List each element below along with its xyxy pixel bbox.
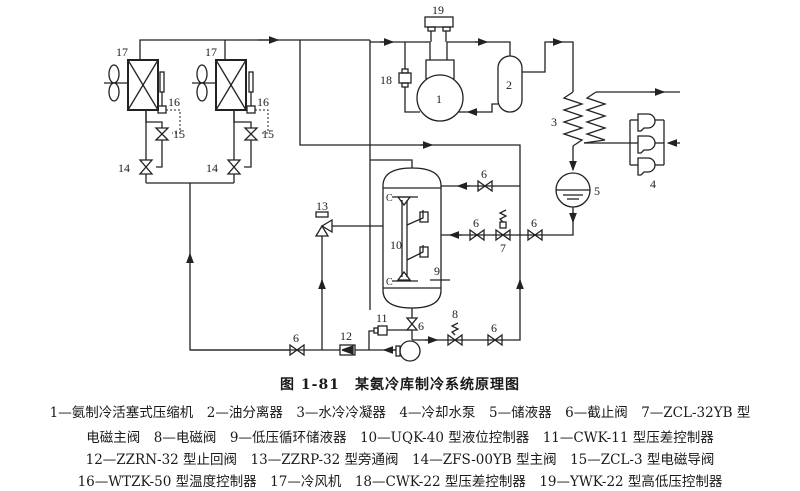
stop-valve-6-bottom: 6 xyxy=(405,317,424,333)
temperature-controller-right: 16 xyxy=(246,71,269,134)
stop-valve-6-bottom-left: 6 xyxy=(289,331,305,357)
label-7: 7 xyxy=(500,241,506,255)
label-14-left: 14 xyxy=(118,161,130,175)
air-cooler-left: 17 xyxy=(104,45,159,111)
label-17-right: 17 xyxy=(205,45,217,59)
label-9: 9 xyxy=(434,264,440,278)
air-cooler-right: 17 xyxy=(192,45,247,111)
solenoid-valve-8: 8 xyxy=(447,307,463,347)
label-16-left: 16 xyxy=(168,95,180,109)
label-16-right: 16 xyxy=(257,95,269,109)
stop-valve-6-mid-right: 6 xyxy=(527,216,543,242)
legend-line-3: 12—ZZRN-32 型止回阀 13—ZZRP-32 型旁通阀 14—ZFS-0… xyxy=(85,452,715,468)
label-18: 18 xyxy=(380,73,392,87)
label-6-bottom: 6 xyxy=(418,319,424,333)
stop-valve-6-bottom-right: 6 xyxy=(487,321,503,347)
oil-separator: 2 xyxy=(497,55,523,113)
label-15-right: 15 xyxy=(262,127,274,141)
stop-valve-6-mid-left: 6 xyxy=(469,216,485,242)
evaporator-branch-right: 15 14 xyxy=(206,110,274,183)
water-cooled-condenser: 3 xyxy=(551,88,680,147)
label-1: 1 xyxy=(436,92,442,106)
liquid-receiver: 5 xyxy=(555,172,600,208)
label-12: 12 xyxy=(340,329,352,343)
label-17-left: 17 xyxy=(116,45,128,59)
label-15-left: 15 xyxy=(173,127,185,141)
compressor: 1 xyxy=(416,42,464,122)
differential-pressure-controller-11: 11 xyxy=(368,311,412,350)
ammonia-pump xyxy=(395,340,421,362)
label-10: 10 xyxy=(390,238,402,252)
legend-line-1: 1—氨制冷活塞式压缩机 2—油分离器 3—水冷冷凝器 4—冷却水泵 5—储液器 … xyxy=(49,405,751,421)
solenoid-main-valve-7: 7 xyxy=(495,209,511,255)
differential-pressure-controller-18: 18 xyxy=(380,42,420,113)
label-5: 5 xyxy=(594,184,600,198)
fan-icon xyxy=(192,64,216,102)
label-19: 19 xyxy=(432,3,444,17)
legend-line-2: 电磁主阀 8—电磁阀 9—低压循环储液器 10—UQK-40 型液位控制器 11… xyxy=(86,430,714,446)
label-14-right: 14 xyxy=(206,161,218,175)
label-6-bottom-left: 6 xyxy=(293,331,299,345)
label-3: 3 xyxy=(551,115,557,129)
svg-text:C: C xyxy=(386,193,393,204)
stop-valve-6-top: 6 xyxy=(477,167,493,193)
check-valve-12: 12 xyxy=(339,329,356,356)
svg-text:C: C xyxy=(386,277,393,288)
figure-title: 图 1-81 某氨冷库制冷系统原理图 xyxy=(280,377,520,393)
high-low-pressure-controller: 19 xyxy=(424,3,454,42)
fan-icon xyxy=(104,64,128,102)
label-6-mid-right: 6 xyxy=(531,216,537,230)
evaporator-branch-left: 15 14 xyxy=(118,110,185,183)
bypass-valve-13: 13 xyxy=(314,199,333,237)
refrigeration-schematic: 17 17 16 16 15 14 xyxy=(104,3,680,362)
label-6-top: 6 xyxy=(481,167,487,181)
label-13: 13 xyxy=(316,199,328,213)
label-11: 11 xyxy=(376,311,388,325)
label-2: 2 xyxy=(506,78,512,92)
temperature-controller-left: 16 xyxy=(157,71,181,134)
cooling-water-pumps: 4 xyxy=(629,113,680,191)
label-8: 8 xyxy=(452,307,458,321)
label-6-bottom-right: 6 xyxy=(491,321,497,335)
label-4: 4 xyxy=(650,177,656,191)
low-pressure-circulation-receiver: 9 xyxy=(382,167,450,309)
label-6-mid-left: 6 xyxy=(473,216,479,230)
legend-line-4: 16—WTZK-50 型温度控制器 17—冷风机 18—CWK-22 型压差控制… xyxy=(77,474,723,490)
liquid-level-controller: C C 10 xyxy=(386,193,429,288)
